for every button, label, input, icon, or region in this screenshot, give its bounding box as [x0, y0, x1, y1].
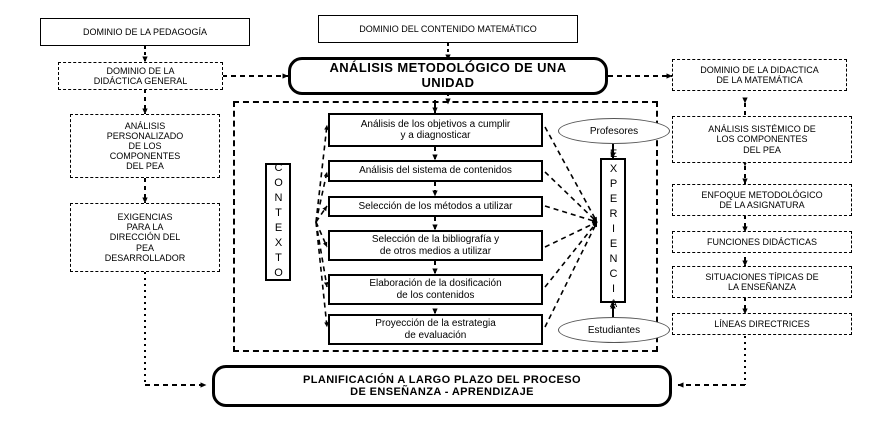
step-label: Análisis del sistema de contenidos — [359, 165, 512, 177]
pillar-label: CONTEXTO — [272, 162, 285, 282]
box-dominio-didactica-general[interactable]: DOMINIO DE LA DIDÁCTICA GENERAL — [58, 62, 223, 90]
pillar-experiencia[interactable]: EXPERIENCIA — [600, 148, 626, 313]
box-dominio-contenido-matematico[interactable]: DOMINIO DEL CONTENIDO MATEMÁTICO — [318, 15, 578, 43]
step-paso-metodos[interactable]: Selección de los métodos a utilizar — [328, 196, 543, 217]
box-exigencias-direccion-pea[interactable]: EXIGENCIAS PARA LA DIRECCIÓN DEL PEA DES… — [70, 203, 220, 272]
box-label: ANÁLISIS SISTÉMICO DE LOS COMPONENTES DE… — [708, 124, 816, 155]
box-label: DOMINIO DEL CONTENIDO MATEMÁTICO — [359, 23, 537, 34]
box-dominio-pedagogia[interactable]: DOMINIO DE LA PEDAGOGÍA — [40, 18, 250, 46]
ellipse-profesores[interactable]: Profesores — [558, 118, 670, 144]
ellipse-estudiantes[interactable]: Estudiantes — [558, 317, 670, 343]
box-lineas-directrices[interactable]: LÍNEAS DIRECTRICES — [672, 313, 852, 335]
box-label: ANÁLISIS PERSONALIZADO DE LOS COMPONENTE… — [106, 120, 184, 172]
box-planificacion-largo-plazo[interactable]: PLANIFICACIÓN A LARGO PLAZO DEL PROCESO … — [212, 365, 672, 407]
step-paso-evaluacion[interactable]: Proyección de la estrategia de evaluació… — [328, 314, 543, 345]
step-paso-dosificacion[interactable]: Elaboración de la dosificación de los co… — [328, 274, 543, 305]
box-label: LÍNEAS DIRECTRICES — [714, 318, 810, 329]
ellipse-label: Estudiantes — [587, 324, 641, 336]
step-paso-sistema-contenidos[interactable]: Análisis del sistema de contenidos — [328, 160, 543, 182]
box-analisis-sistemico-componentes[interactable]: ANÁLISIS SISTÉMICO DE LOS COMPONENTES DE… — [672, 116, 852, 163]
box-analisis-personalizado[interactable]: ANÁLISIS PERSONALIZADO DE LOS COMPONENTE… — [70, 114, 220, 178]
box-label: DOMINIO DE LA PEDAGOGÍA — [82, 26, 208, 37]
box-label: SITUACIONES TÍPICAS DE LA ENSEÑANZA — [705, 271, 819, 292]
step-paso-objetivos[interactable]: Análisis de los objetivos a cumplir y a … — [328, 113, 543, 147]
box-label: DOMINIO DE LA DIDÁCTICA GENERAL — [93, 65, 188, 86]
box-analisis-metodologico-unidad[interactable]: ANÁLISIS METODOLÓGICO DE UNA UNIDAD — [288, 57, 608, 95]
box-label: ENFOQUE METODOLÓGICO DE LA ASIGNATURA — [701, 189, 823, 210]
box-funciones-didacticas[interactable]: FUNCIONES DIDÁCTICAS — [672, 231, 852, 253]
box-label: DOMINIO DE LA DIDACTICA DE LA MATEMÁTICA — [700, 64, 819, 85]
box-label: ANÁLISIS METODOLÓGICO DE UNA UNIDAD — [329, 60, 567, 90]
ellipse-label: Profesores — [589, 125, 639, 137]
pillar-label: EXPERIENCIA — [607, 148, 620, 313]
box-label: PLANIFICACIÓN A LARGO PLAZO DEL PROCESO … — [303, 373, 581, 398]
box-enfoque-metodologico[interactable]: ENFOQUE METODOLÓGICO DE LA ASIGNATURA — [672, 184, 852, 216]
box-label: EXIGENCIAS PARA LA DIRECCIÓN DEL PEA DES… — [104, 212, 186, 263]
step-paso-bibliografia[interactable]: Selección de la bibliografía y de otros … — [328, 230, 543, 261]
step-label: Elaboración de la dosificación de los co… — [369, 278, 502, 301]
box-dominio-didactica-matematica[interactable]: DOMINIO DE LA DIDACTICA DE LA MATEMÁTICA — [672, 59, 847, 91]
step-label: Proyección de la estrategia de evaluació… — [375, 318, 496, 341]
step-label: Análisis de los objetivos a cumplir y a … — [360, 118, 511, 141]
box-label: FUNCIONES DIDÁCTICAS — [706, 236, 817, 247]
pillar-contexto[interactable]: CONTEXTO — [265, 162, 291, 282]
step-label: Selección de los métodos a utilizar — [358, 200, 513, 212]
step-label: Selección de la bibliografía y de otros … — [371, 234, 500, 257]
box-situaciones-tipicas[interactable]: SITUACIONES TÍPICAS DE LA ENSEÑANZA — [672, 266, 852, 298]
